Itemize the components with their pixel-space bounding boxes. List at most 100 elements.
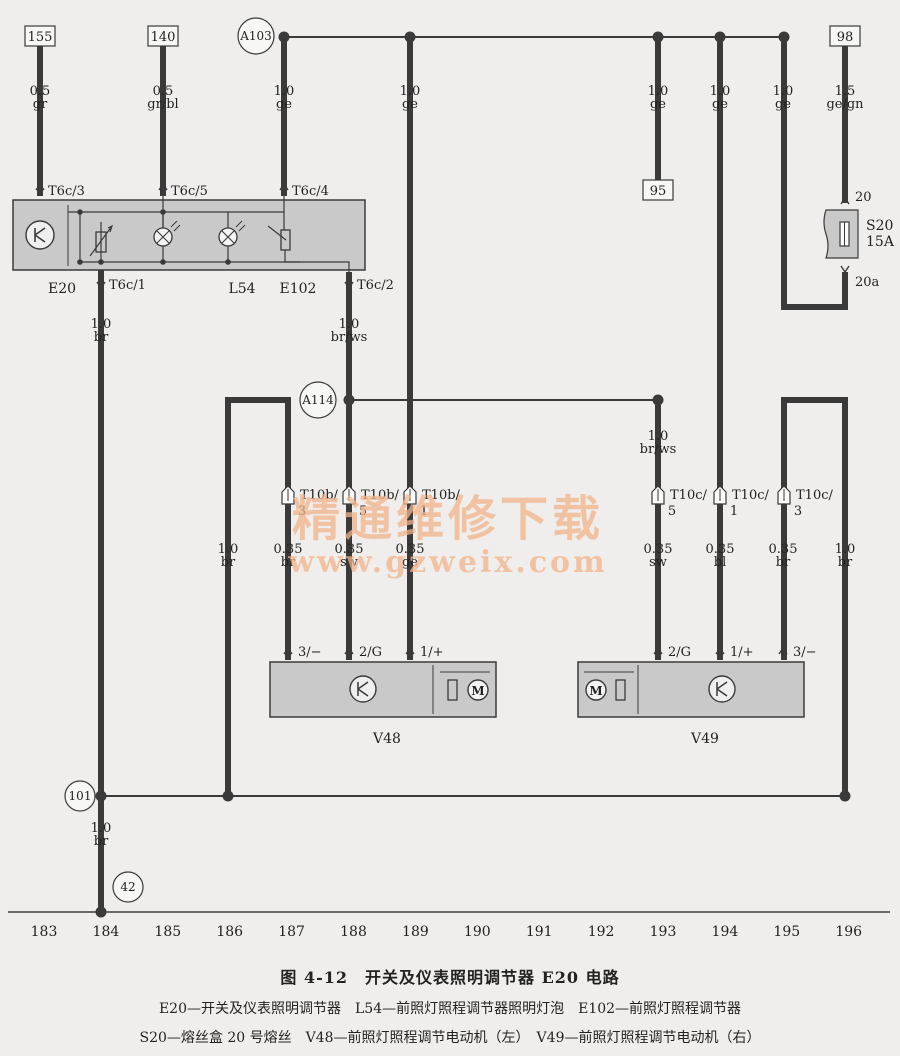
e20-junction-0 bbox=[77, 209, 83, 215]
lamp-bulb-icon-1-rays bbox=[170, 220, 181, 232]
arrow-c3 bbox=[279, 182, 289, 191]
wire-color-w845: br bbox=[838, 555, 853, 570]
figure-caption: 图 4-12 开关及仪表照明调节器 E20 电路 E20—开关及仪表照明调节器 … bbox=[0, 964, 900, 1056]
track-number-193: 193 bbox=[650, 924, 677, 940]
watermark-url: www.gzweix.com bbox=[287, 545, 608, 580]
e20-switch-box bbox=[12, 199, 366, 271]
track-number-187: 187 bbox=[278, 924, 305, 940]
wire-color-v48a: br bbox=[281, 555, 296, 570]
node-circle-n101 bbox=[64, 780, 96, 812]
v48-knob-glyph bbox=[357, 681, 369, 697]
v48-motor-letter: M bbox=[471, 684, 484, 698]
wire-color-wbottom: br bbox=[94, 834, 109, 849]
e20-junction-5 bbox=[77, 259, 83, 265]
junction-101-1 bbox=[95, 790, 107, 802]
wire-size-wE102: 1.0 bbox=[339, 317, 360, 332]
wire-color-wA114r: br/ws bbox=[640, 442, 677, 457]
arrow-c4 bbox=[96, 281, 106, 290]
connector-pin-number-c11: 3 bbox=[794, 504, 802, 519]
arrow-c5 bbox=[344, 281, 354, 290]
wire-color-w140: gr/bl bbox=[147, 97, 178, 112]
track-number-196: 196 bbox=[835, 924, 862, 940]
track-number-192: 192 bbox=[588, 924, 615, 940]
label-s20-out: 20a bbox=[855, 275, 880, 290]
connector-pin-number-c6: 3 bbox=[298, 504, 306, 519]
label-v48: V48 bbox=[372, 731, 401, 747]
label-e20: E20 bbox=[48, 281, 76, 297]
connector-label-c2: T6c/5 bbox=[171, 184, 208, 199]
v48-pin-0: 3/− bbox=[298, 645, 322, 660]
track-number-183: 183 bbox=[31, 924, 58, 940]
arrow-s20-in bbox=[840, 196, 850, 205]
wire-size-w720: 1.0 bbox=[710, 84, 731, 99]
wire-size-v49b: 0.35 bbox=[706, 542, 735, 557]
connector-label-c8: T10b/ bbox=[422, 488, 461, 503]
wire-color-w783: ge bbox=[775, 97, 791, 112]
wire-ge-s20-loop bbox=[781, 37, 848, 310]
v49-pin-0: 2/G bbox=[668, 645, 691, 660]
track-number-185: 185 bbox=[154, 924, 181, 940]
label-l54: L54 bbox=[228, 281, 255, 297]
wire-v48-ground bbox=[225, 397, 291, 796]
arrow-v49-pin-2 bbox=[778, 646, 788, 655]
junction-a103-2 bbox=[404, 31, 416, 43]
wire-size-w98: 1.5 bbox=[835, 84, 856, 99]
v48-knob-icon bbox=[349, 675, 377, 703]
wire-v49-ground bbox=[781, 397, 848, 796]
wire-size-wbottom: 1.0 bbox=[91, 821, 112, 836]
v48-pin-2: 1/+ bbox=[420, 645, 444, 660]
track-number-188: 188 bbox=[340, 924, 367, 940]
rheostat-icon bbox=[95, 231, 107, 253]
junction-101-3 bbox=[839, 790, 851, 802]
terminal-label-t155: 155 bbox=[28, 30, 53, 45]
arrow-c1 bbox=[35, 182, 45, 191]
wire-color-w720: ge bbox=[712, 97, 728, 112]
connector-pin-number-c7: 5 bbox=[359, 504, 367, 519]
arrow-v48-pin-0 bbox=[283, 646, 293, 655]
wire-size-w284: 1.0 bbox=[274, 84, 295, 99]
terminal-box-t95 bbox=[642, 179, 674, 201]
junction-a114-2 bbox=[652, 394, 664, 406]
rheostat-arrow-icon bbox=[89, 224, 114, 257]
wire-size-wA114r: 1.0 bbox=[648, 429, 669, 444]
lamp-bulb-icon-2-cross bbox=[221, 230, 235, 244]
node-label-a103: A103 bbox=[239, 29, 272, 43]
v49-motor-icon bbox=[585, 679, 607, 701]
track-number-186: 186 bbox=[216, 924, 243, 940]
wire-color-w658: ge bbox=[650, 97, 666, 112]
junction-ground bbox=[95, 906, 107, 918]
wire-size-v49c: 0.35 bbox=[769, 542, 798, 557]
junction-a103-4 bbox=[714, 31, 726, 43]
watermark-chinese: 精通维修下载 bbox=[292, 491, 604, 547]
label-s20-rating: 15A bbox=[866, 234, 895, 250]
wire-color-w155: gr bbox=[33, 97, 48, 112]
v48-motor-box bbox=[269, 661, 497, 718]
v49-pin-1: 1/+ bbox=[730, 645, 754, 660]
wire-size-w783: 1.0 bbox=[773, 84, 794, 99]
arrow-s20-out bbox=[840, 265, 850, 274]
wire-color-w410: ge bbox=[402, 97, 418, 112]
track-number-194: 194 bbox=[712, 924, 739, 940]
junction-a103-3 bbox=[652, 31, 664, 43]
track-number-190: 190 bbox=[464, 924, 491, 940]
terminal-label-t95: 95 bbox=[650, 184, 667, 199]
dimmer-knob-icon bbox=[34, 227, 46, 243]
junction-a114-1 bbox=[343, 394, 355, 406]
terminal-box-t155 bbox=[24, 25, 56, 47]
wire-size-w658: 1.0 bbox=[648, 84, 669, 99]
connector-label-c7: T10b/ bbox=[361, 488, 400, 503]
arrow-v48-pin-1 bbox=[344, 646, 354, 655]
legend-line-2: S20—熔丝盒 20 号熔丝 V48—前照灯照程调节电动机（左） V49—前照灯… bbox=[139, 1030, 761, 1046]
connector-label-c3: T6c/4 bbox=[292, 184, 329, 199]
connector-label-c4: T6c/1 bbox=[109, 278, 146, 293]
v48-motor-icon bbox=[467, 679, 489, 701]
e20-junction-1 bbox=[98, 259, 104, 265]
track-number-195: 195 bbox=[773, 924, 800, 940]
wire-color-v49c: br bbox=[776, 555, 791, 570]
wire-color-w98: ge/gn bbox=[826, 97, 864, 112]
connector-pin-number-c8: 1 bbox=[420, 504, 428, 519]
wire-color-v48b: sw bbox=[340, 555, 358, 570]
wire-size-w845: 1.0 bbox=[835, 542, 856, 557]
wire-size-w228: 1.0 bbox=[218, 542, 239, 557]
